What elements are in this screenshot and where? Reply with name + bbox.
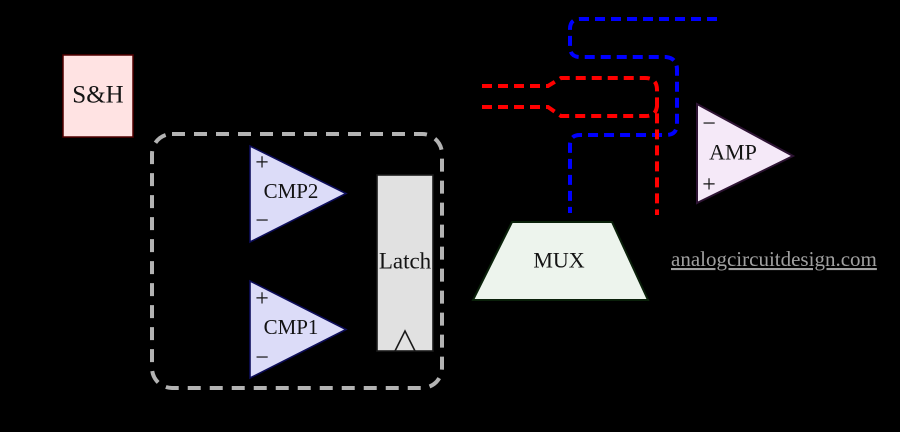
amp-label: AMP [709, 140, 757, 165]
cmp1-plus-input-label: + [255, 286, 269, 312]
mux-block [471, 221, 650, 301]
sample-hold-block [62, 54, 134, 138]
cmp1-triangle [249, 279, 348, 380]
latch-label: Latch [379, 249, 432, 274]
cmp2-triangle [249, 144, 348, 244]
clock-edge-icon [394, 329, 416, 352]
cmp2-plus-input-label: + [255, 150, 269, 176]
watermark-text: analogcircuitdesign.com [671, 247, 877, 271]
mux-select-wire-blue [568, 17, 717, 213]
reference-wire-red-top [482, 76, 659, 215]
sample-hold-label: S&H [72, 82, 123, 109]
cmp2-minus-input-label: − [255, 208, 269, 234]
latch-block [376, 174, 434, 352]
reference-wire-red-bottom [482, 105, 659, 118]
amp-plus-input-label: + [702, 172, 716, 198]
amp-minus-input-label: − [702, 111, 716, 137]
cmp1-label: CMP1 [264, 315, 319, 339]
comparator-group-outline [150, 132, 444, 390]
cmp2-label: CMP2 [264, 179, 319, 203]
mux-label: MUX [533, 248, 584, 273]
amp-triangle [696, 102, 796, 205]
cmp1-minus-input-label: − [255, 345, 269, 371]
